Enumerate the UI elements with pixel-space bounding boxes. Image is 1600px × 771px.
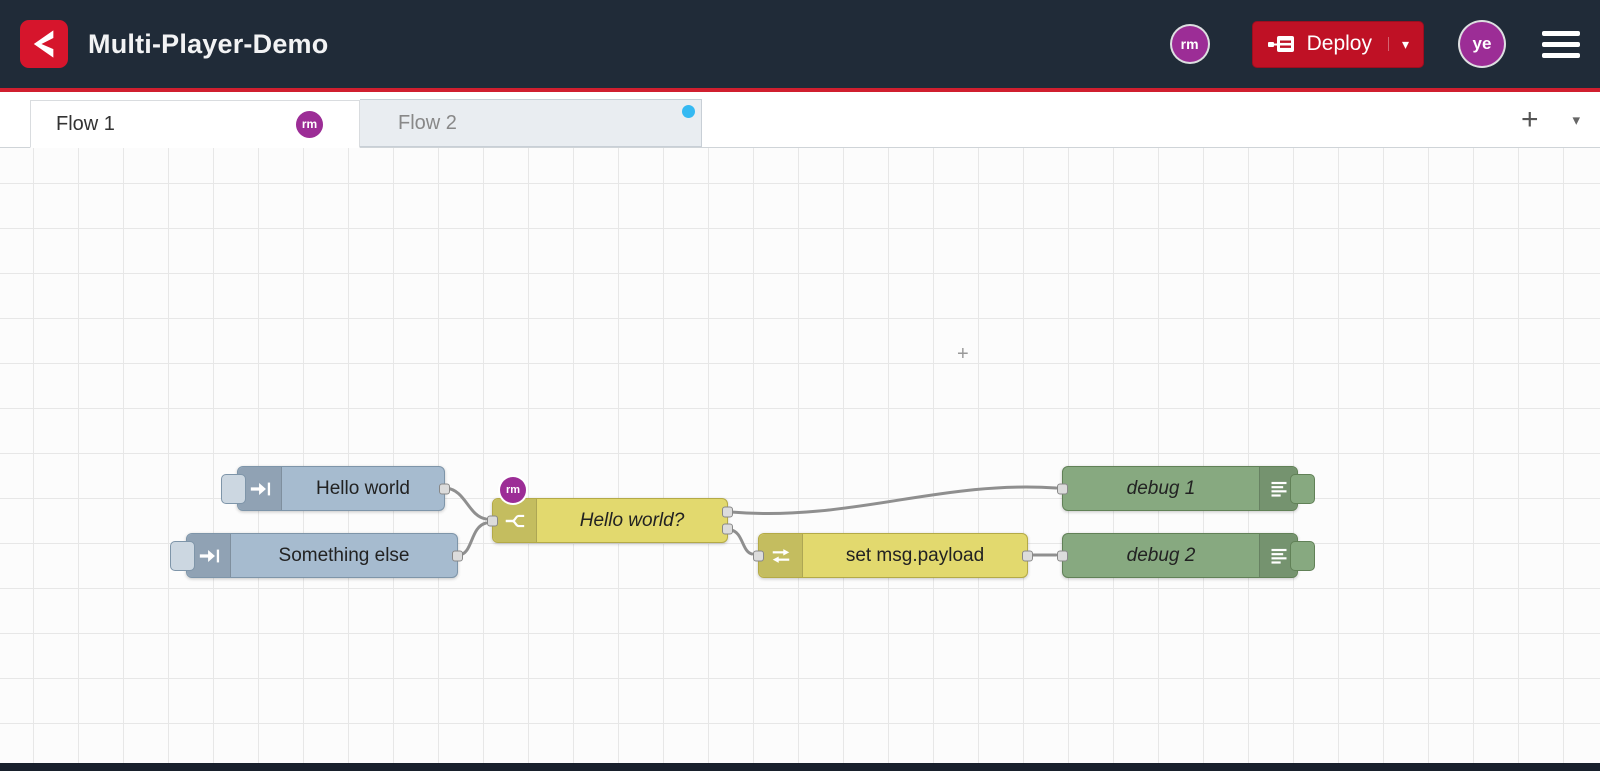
app-logo[interactable] [20,20,68,68]
output-port-2[interactable] [722,523,733,535]
app-header: Multi-Player-Demo rm Deploy ▾ ye [0,0,1600,88]
node-label: Hello world? [579,509,685,531]
output-port[interactable] [452,550,463,561]
deploy-button[interactable]: Deploy ▾ [1251,20,1424,68]
deploy-label: Deploy [1306,32,1372,55]
flow-tab-bar: Flow 1 rm Flow 2 + ▾ [0,92,1600,148]
node-label: debug 2 [1126,544,1196,566]
wire-switch-debug1[interactable] [729,485,1058,516]
node-label: set msg.payload [845,544,985,566]
tab-flow-2[interactable]: Flow 2 [360,99,702,147]
change-icon [759,534,803,577]
editing-user-badge: rm [500,477,526,503]
input-port[interactable] [1057,550,1068,561]
inject-trigger-button[interactable] [170,540,195,571]
user-avatar[interactable]: ye [1460,22,1504,66]
inject-trigger-button[interactable] [221,473,246,504]
debug-enable-toggle[interactable] [1290,540,1315,571]
flow-canvas[interactable]: Hello world Something else rm Hello worl… [0,148,1600,771]
node-inject-something-else[interactable]: Something else [170,533,463,578]
tab-flow-1-label: Flow 1 [56,112,115,135]
tab-flow-2-label: Flow 2 [398,111,457,134]
wire-layer [444,485,1058,557]
node-label: Something else [278,544,410,566]
input-port[interactable] [487,515,498,526]
switch-icon [493,499,537,542]
node-inject-hello-world[interactable]: Hello world [221,466,450,511]
deploy-icon [1267,36,1294,52]
page-title: Multi-Player-Demo [88,28,329,59]
debug-enable-toggle[interactable] [1290,473,1315,504]
bottom-bar [0,763,1600,771]
collaborator-avatar[interactable]: rm [1171,26,1208,62]
logo-icon [33,30,54,58]
node-label: Hello world [316,477,410,499]
tab-user-badge: rm [296,110,323,138]
crosshair-cursor: + [957,343,969,365]
node-debug-2[interactable]: debug 2 [1057,533,1315,578]
menu-icon[interactable] [1542,30,1580,58]
tab-dirty-indicator [682,105,695,118]
wire-inject2-switch[interactable] [457,521,488,557]
accent-line [0,88,1600,92]
input-port[interactable] [753,550,764,561]
node-debug-1[interactable]: debug 1 [1057,466,1315,511]
node-change-set-msg-payload[interactable]: set msg.payload [753,533,1033,578]
tab-flow-1[interactable]: Flow 1 rm [30,100,360,148]
output-port[interactable] [1022,550,1033,561]
node-switch-hello-world[interactable]: rm Hello world? [487,477,733,543]
wire-switch-change[interactable] [729,528,754,556]
output-port-1[interactable] [722,506,733,518]
add-flow-button[interactable]: + [1520,102,1539,136]
wire-inject1-switch[interactable] [444,486,488,521]
input-port[interactable] [1057,483,1068,494]
node-label: debug 1 [1126,477,1196,499]
output-port[interactable] [439,483,450,494]
deploy-caret-icon[interactable]: ▾ [1387,37,1409,51]
tab-list-caret-icon[interactable]: ▾ [1572,111,1580,129]
